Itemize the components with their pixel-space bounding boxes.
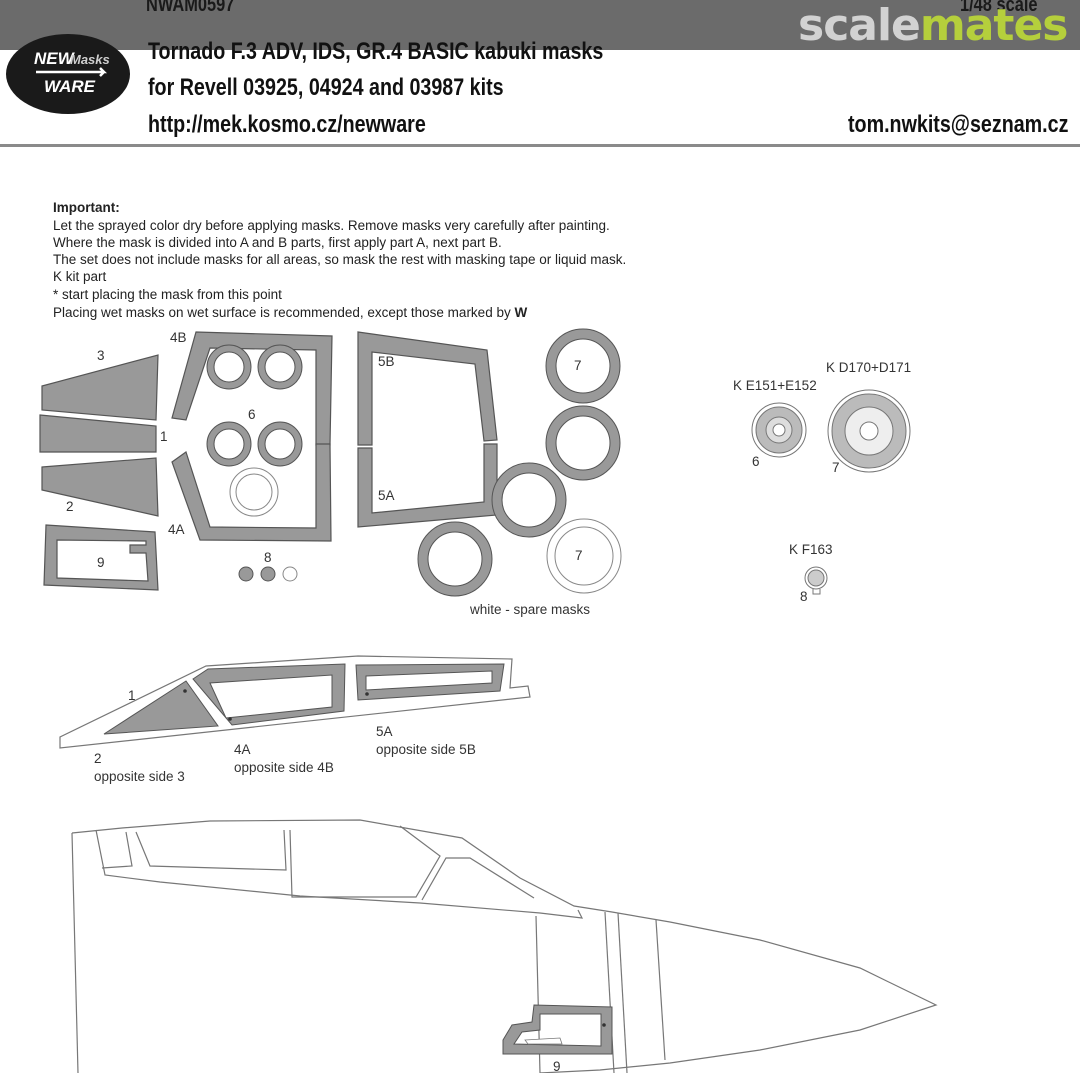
header-bar [0, 0, 1080, 50]
mask-1 [39, 414, 157, 453]
instruction-line: Where the mask is divided into A and B p… [53, 235, 502, 250]
wheel-small [751, 402, 807, 458]
logo-text-ware: WARE [44, 77, 96, 96]
mask-5b [357, 331, 498, 446]
newware-logo: NEW Masks WARE [6, 34, 130, 114]
mask-7-spare [546, 518, 622, 594]
label-canopy-5a-note: opposite side 5B [376, 742, 476, 757]
label-wheel-7: 7 [832, 460, 840, 475]
mask-6-set [206, 344, 303, 467]
label-canopy-2: 2 [94, 751, 102, 766]
label-wheel-6: 6 [752, 454, 760, 469]
label-mask-3: 3 [97, 348, 105, 363]
wet-mark-symbol: W [514, 305, 528, 320]
label-mask-1: 1 [160, 429, 168, 444]
mask-5a [357, 443, 498, 528]
label-mask-5a: 5A [378, 488, 395, 503]
label-mask-2: 2 [66, 499, 74, 514]
label-mask-4b: 4B [170, 330, 187, 345]
wheel-tiny [804, 566, 828, 595]
label-mask-8: 8 [264, 550, 272, 565]
mask-2 [41, 457, 159, 517]
mask-9 [43, 524, 159, 591]
spare-masks-note: white - spare masks [469, 602, 590, 617]
instructions-heading: Important: [53, 200, 120, 215]
label-kit-d170: K D170+D171 [826, 360, 911, 375]
label-mask-9: 9 [97, 555, 105, 570]
mask-6-spare [229, 467, 279, 517]
canopy-side-view [59, 655, 531, 749]
wheel-large [827, 389, 911, 473]
instruction-line: Let the sprayed color dry before applyin… [53, 218, 610, 233]
label-fuselage-9: 9 [553, 1059, 561, 1073]
mask-7-set [417, 328, 621, 597]
mask-4a [171, 443, 332, 542]
logo-text-new: NEW [34, 49, 76, 68]
mask-8-set [238, 566, 298, 582]
instruction-line: Placing wet masks on wet surface is reco… [53, 304, 527, 321]
website-link[interactable]: http://mek.kosmo.cz/newware [148, 111, 426, 138]
label-mask-5b: 5B [378, 354, 395, 369]
label-canopy-4a-note: opposite side 4B [234, 760, 334, 775]
logo-text-masks: Masks [70, 52, 110, 67]
label-canopy-5a: 5A [376, 724, 393, 739]
brand-watermark: scalemates [798, 2, 1068, 50]
mask-4b [171, 331, 333, 446]
header-divider [0, 144, 1080, 147]
label-kit-e151: K E151+E152 [733, 378, 817, 393]
instruction-text: Placing wet masks on wet surface is reco… [53, 305, 511, 320]
label-canopy-2-note: opposite side 3 [94, 769, 185, 784]
contact-email[interactable]: tom.nwkits@seznam.cz [848, 111, 1069, 138]
mask-3 [41, 354, 159, 421]
scale-label: 1/48 scale [960, 0, 1038, 16]
label-mask-7-spare: 7 [575, 548, 583, 563]
label-mask-4a: 4A [168, 522, 185, 537]
kit-compat: for Revell 03925, 04924 and 03987 kits [148, 74, 504, 101]
brand-part1: scale [798, 0, 921, 51]
label-canopy-1: 1 [128, 688, 136, 703]
instruction-line: * start placing the mask from this point [53, 287, 282, 302]
label-wheel-8: 8 [800, 589, 808, 604]
kit-title: Tornado F.3 ADV, IDS, GR.4 BASIC kabuki … [148, 38, 604, 65]
product-code: NWAM0597 [146, 0, 235, 16]
label-mask-7: 7 [574, 358, 582, 373]
label-canopy-4a: 4A [234, 742, 251, 757]
brand-part2: mates [919, 0, 1069, 51]
instruction-line: K kit part [53, 269, 107, 284]
fuselage-mask-9 [502, 1004, 613, 1055]
instruction-line: The set does not include masks for all a… [53, 252, 627, 267]
label-kit-f163: K F163 [789, 542, 833, 557]
label-mask-6: 6 [248, 407, 256, 422]
fuselage-side-view [71, 819, 938, 1073]
